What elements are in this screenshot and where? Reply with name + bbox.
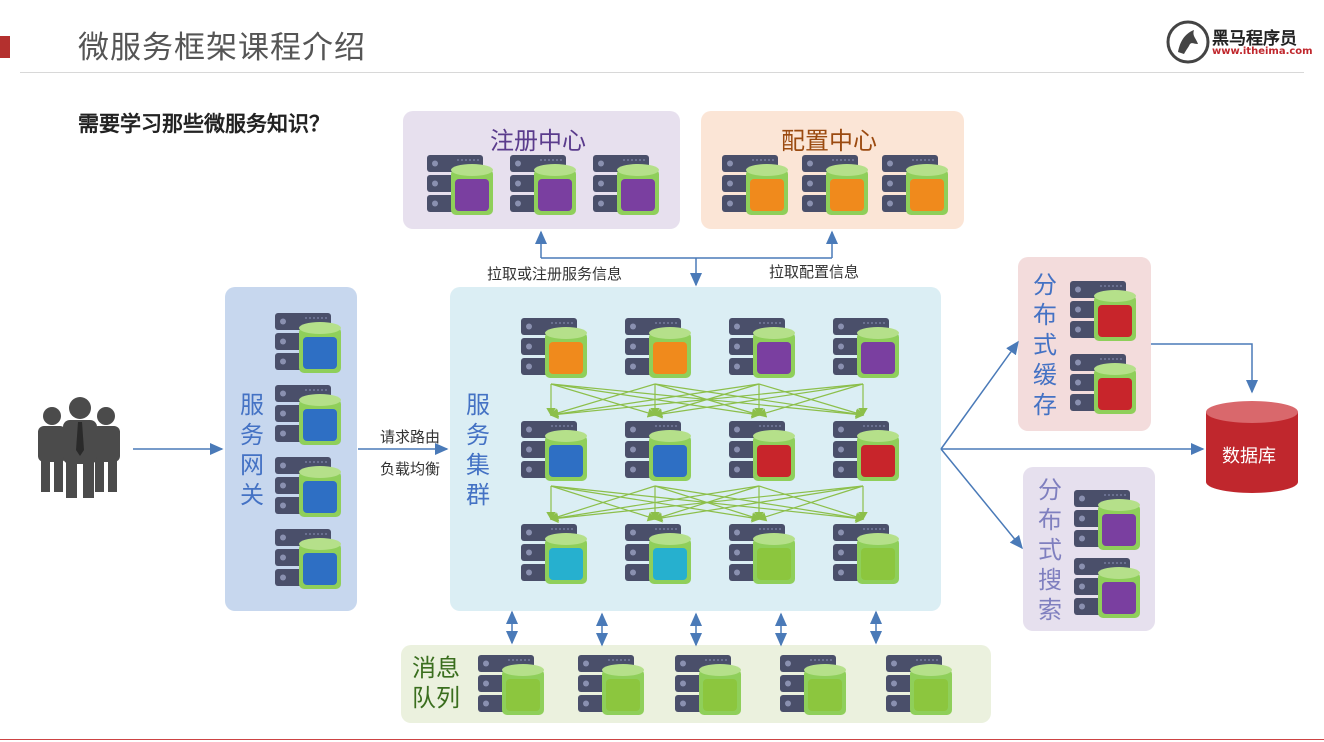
cluster-server-r1-2 bbox=[728, 317, 795, 378]
registry-pull-label: 拉取或注册服务信息 bbox=[487, 265, 623, 283]
config-server-2 bbox=[881, 154, 948, 215]
mq-label: 消息队列 bbox=[412, 654, 460, 712]
title-accent-bar bbox=[0, 36, 10, 58]
search-server-0 bbox=[1073, 489, 1140, 550]
cluster-label: 服务集群 bbox=[466, 391, 490, 509]
search-server-1 bbox=[1073, 557, 1140, 618]
config-pull-label: 拉取配置信息 bbox=[769, 263, 860, 281]
cluster-to-search-arrow bbox=[940, 448, 1023, 550]
mq-server-4 bbox=[885, 654, 952, 715]
cache-to-db-arrow bbox=[1151, 343, 1258, 394]
cluster-to-cache-arrow bbox=[940, 340, 1019, 450]
gateway-server-1 bbox=[274, 384, 341, 445]
horse-logo-icon bbox=[1166, 20, 1210, 64]
database-icon bbox=[1206, 401, 1298, 493]
cluster-server-r3-3 bbox=[832, 523, 899, 584]
cluster-server-r2-3 bbox=[832, 420, 899, 481]
users-icon bbox=[38, 397, 120, 498]
gateway-label: 服务网关 bbox=[240, 391, 264, 509]
cluster-mesh bbox=[546, 383, 868, 524]
gateway-server-3 bbox=[274, 528, 341, 589]
cache-server-0 bbox=[1069, 280, 1136, 341]
cluster-server-r2-1 bbox=[624, 420, 691, 481]
slide-title: 微服务框架课程介绍 bbox=[78, 30, 366, 66]
bottom-divider bbox=[0, 739, 1324, 740]
config-server-1 bbox=[801, 154, 868, 215]
config-label: 配置中心 bbox=[781, 127, 877, 155]
registry-server-2 bbox=[592, 154, 659, 215]
logo-name: 黑马程序员 bbox=[1212, 29, 1297, 49]
database-label: 数据库 bbox=[1222, 446, 1276, 467]
cluster-server-r3-0 bbox=[520, 523, 587, 584]
gateway-balance-label: 负载均衡 bbox=[380, 460, 441, 478]
registry-server-1 bbox=[509, 154, 576, 215]
cluster-server-r2-2 bbox=[728, 420, 795, 481]
server-nodes bbox=[274, 154, 1140, 715]
cluster-server-r1-1 bbox=[624, 317, 691, 378]
mq-server-1 bbox=[577, 654, 644, 715]
mq-server-0 bbox=[477, 654, 544, 715]
gateway-server-2 bbox=[274, 456, 341, 517]
mq-server-2 bbox=[674, 654, 741, 715]
title-divider bbox=[20, 72, 1304, 73]
registry-server-0 bbox=[426, 154, 493, 215]
logo-url: www.itheima.com bbox=[1212, 46, 1313, 57]
registry-label: 注册中心 bbox=[490, 127, 586, 155]
cluster-server-r2-0 bbox=[520, 420, 587, 481]
gateway-server-0 bbox=[274, 312, 341, 373]
config-server-0 bbox=[721, 154, 788, 215]
cluster-server-r1-3 bbox=[832, 317, 899, 378]
cache-label: 分布式缓存 bbox=[1033, 271, 1057, 419]
search-label: 分布式搜索 bbox=[1038, 476, 1062, 624]
cluster-server-r3-2 bbox=[728, 523, 795, 584]
gateway-route-label: 请求路由 bbox=[380, 428, 441, 446]
cluster-server-r1-0 bbox=[520, 317, 587, 378]
cache-server-1 bbox=[1069, 353, 1136, 414]
question-heading: 需要学习那些微服务知识？ bbox=[78, 112, 330, 136]
mq-server-3 bbox=[779, 654, 846, 715]
cluster-server-r3-1 bbox=[624, 523, 691, 584]
